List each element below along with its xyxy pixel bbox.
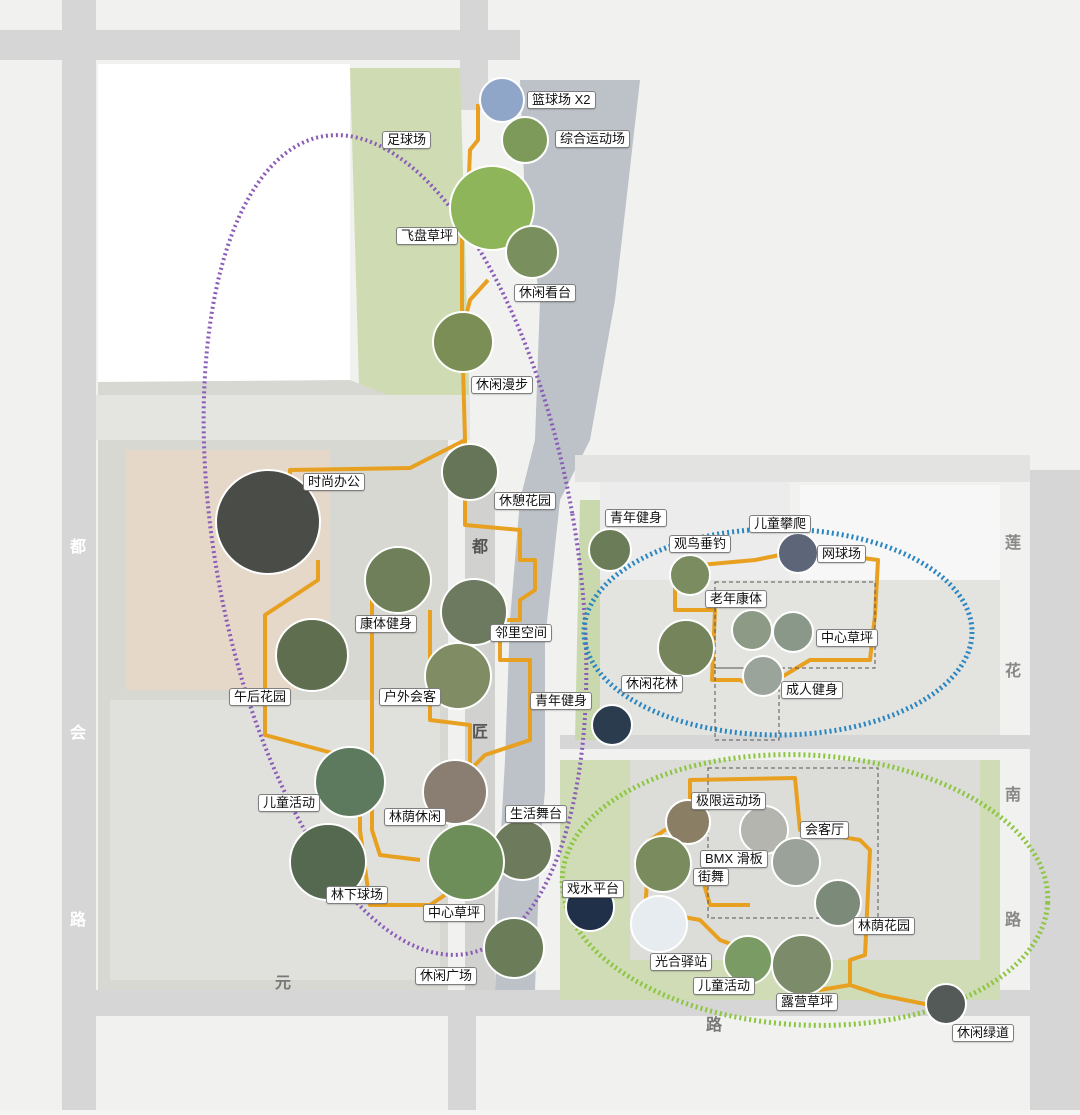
river — [96, 80, 1030, 990]
label-lounge-hall: 会客厅 — [800, 821, 850, 839]
label-tennis: 网球场 — [817, 545, 867, 563]
road-east-char-4: 路 — [1005, 910, 1022, 929]
label-football: 足球场 — [382, 131, 432, 149]
label-leisure-plaza: 休闲广场 — [415, 967, 478, 985]
label-frisbee: 飞盘草坪 — [396, 227, 459, 245]
label-greenway: 休闲绿道 — [952, 1024, 1015, 1042]
label-fitness: 康体健身 — [355, 615, 418, 633]
label-outdoor-lounge: 户外会客 — [379, 688, 442, 706]
label-forest-court: 林下球场 — [326, 886, 389, 904]
label-central-lawn-south: 中心草坪 — [423, 904, 486, 922]
label-youth-fitness-mid: 青年健身 — [530, 692, 593, 710]
road-east-char-3: 南 — [1005, 785, 1021, 804]
label-youth-fitness-ne: 青年健身 — [605, 509, 668, 527]
label-kids-activity-se: 儿童活动 — [693, 977, 756, 995]
walking-route — [263, 104, 955, 1007]
label-rest-garden: 休憩花园 — [494, 492, 557, 510]
road-mid-char-2: 匠 — [472, 723, 488, 741]
road-east-char-1: 莲 — [1005, 533, 1021, 552]
label-neighborhood: 邻里空间 — [490, 624, 553, 642]
label-shade-leisure: 林荫休闲 — [384, 808, 447, 826]
label-adult-fitness: 成人健身 — [781, 681, 844, 699]
label-central-lawn-ne: 中心草坪 — [816, 629, 879, 647]
label-street-dance: 街舞 — [693, 868, 730, 886]
label-kids-climb: 儿童攀爬 — [749, 515, 812, 533]
label-stands: 休闲看台 — [514, 284, 577, 302]
zone-west-ellipse — [201, 133, 589, 957]
label-fashion-office: 时尚办公 — [303, 473, 366, 491]
label-life-stage: 生活舞台 — [505, 805, 568, 823]
road-west-char-2: 会 — [70, 723, 86, 742]
label-extreme-sports: 极限运动场 — [691, 792, 767, 810]
road-west-char-1: 都 — [69, 537, 86, 556]
label-bmx: BMX 滑板 — [700, 850, 768, 868]
label-afternoon-garden: 午后花园 — [229, 688, 292, 706]
label-flower-forest: 休闲花林 — [621, 675, 684, 693]
road-labels: 都 会 路 莲 花 南 路 都 匠 元 路 — [69, 533, 1022, 1034]
label-sports-field: 综合运动场 — [555, 130, 631, 148]
label-shade-garden: 林荫花园 — [853, 917, 916, 935]
label-water-platform: 戏水平台 — [562, 880, 625, 898]
label-kids-activity-west: 儿童活动 — [258, 794, 321, 812]
zone-southeast-ellipse — [559, 752, 1051, 1028]
road-east-char-2: 花 — [1005, 661, 1021, 680]
road-south-char-1: 元 — [275, 975, 291, 992]
road-west-char-3: 路 — [70, 910, 87, 929]
label-stroll: 休闲漫步 — [471, 376, 534, 394]
label-photo-station: 光合驿站 — [650, 953, 713, 971]
label-bird-fishing: 观鸟垂钓 — [669, 535, 732, 553]
empty-lot — [98, 64, 350, 382]
road-south-char-2: 路 — [706, 1015, 723, 1034]
photo-circles — [215, 77, 967, 1025]
label-elderly-health: 老年康体 — [705, 590, 768, 608]
road-mid-char-1: 都 — [471, 537, 488, 556]
label-camping-lawn: 露营草坪 — [776, 993, 839, 1011]
label-basketball: 篮球场 X2 — [527, 91, 596, 109]
